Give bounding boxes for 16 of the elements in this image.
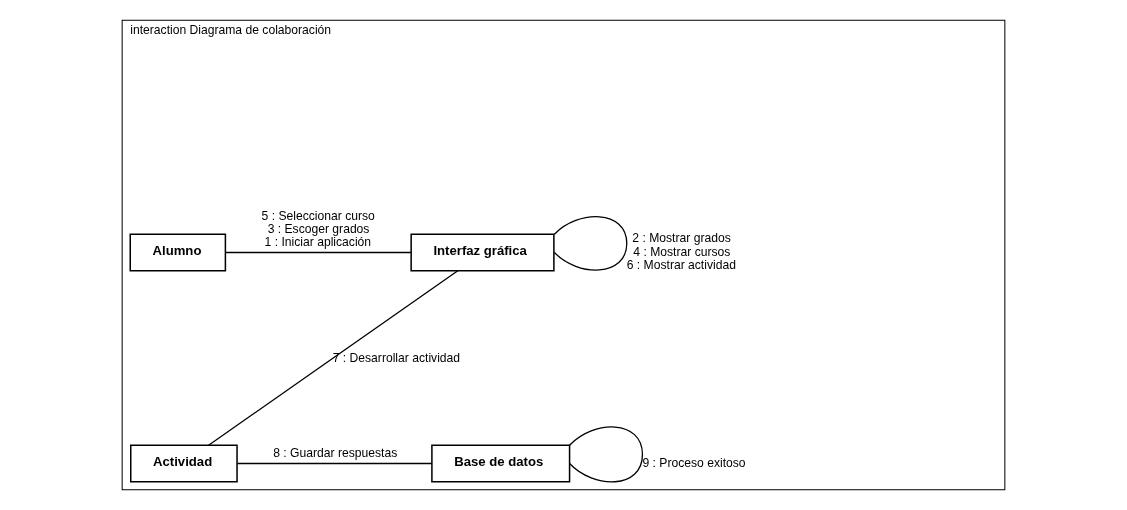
label: 3 : Escoger grados	[267, 221, 370, 236]
connector	[236, 462, 433, 465]
connector	[568, 426, 644, 483]
connector	[224, 251, 412, 254]
label: 9 : Proceso exitoso	[642, 455, 746, 470]
label: 4 : Mostrar cursos	[633, 244, 731, 259]
connector	[207, 270, 459, 446]
label: 6 : Mostrar actividad	[626, 257, 736, 272]
node-box: Alumno	[129, 233, 227, 272]
connector	[553, 216, 628, 271]
node-box: Interfaz gráfica	[410, 233, 555, 272]
node-box: Base de datos	[431, 444, 571, 483]
label: 8 : Guardar respuestas	[273, 446, 398, 461]
node-box: Actividad	[130, 444, 238, 483]
label: 5 : Seleccionar curso	[261, 208, 375, 223]
label: 2 : Mostrar grados	[632, 231, 731, 246]
